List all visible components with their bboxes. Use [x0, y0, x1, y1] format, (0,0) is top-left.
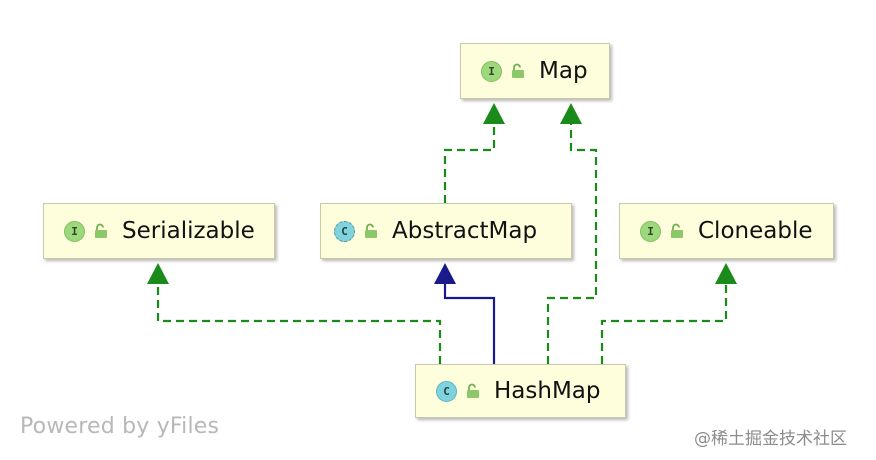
node-map[interactable]: I Map	[460, 43, 610, 99]
unlocked-icon	[671, 223, 683, 238]
edge-hashmap-implements-serializable	[156, 284, 442, 364]
arrowhead-hashmap-abstractmap	[434, 263, 456, 284]
node-serializable[interactable]: I Serializable	[43, 203, 275, 259]
node-label: AbstractMap	[392, 218, 538, 244]
node-cloneable[interactable]: I Cloneable	[619, 203, 834, 259]
interface-icon: I	[481, 60, 502, 82]
node-abstractmap[interactable]: C AbstractMap	[320, 203, 572, 259]
arrowhead-hashmap-cloneable	[715, 263, 737, 284]
class-icon: C	[436, 380, 457, 402]
node-label: Map	[539, 58, 588, 84]
powered-by-text: Powered by yFiles	[20, 414, 220, 439]
arrowhead-hashmap-serializable	[147, 263, 169, 284]
node-label: Cloneable	[698, 218, 813, 244]
edge-hashmap-implements-map	[546, 124, 598, 364]
unlocked-icon	[467, 383, 479, 398]
abstract-class-icon: C	[334, 220, 355, 242]
arrowhead-abstractmap-map	[483, 103, 505, 124]
interface-icon: I	[64, 220, 85, 242]
node-label: HashMap	[494, 378, 601, 404]
edge-abstractmap-implements-map	[443, 124, 496, 203]
unlocked-icon	[95, 223, 107, 238]
node-label: Serializable	[122, 218, 255, 244]
watermark-text: @稀土掘金技术社区	[694, 429, 847, 449]
interface-icon: I	[640, 220, 661, 242]
edge-hashmap-implements-cloneable	[600, 284, 728, 364]
unlocked-icon	[512, 63, 524, 78]
arrowhead-hashmap-map	[560, 103, 582, 124]
edge-hashmap-extends-abstractmap	[443, 284, 496, 364]
unlocked-icon	[365, 223, 377, 238]
node-hashmap[interactable]: C HashMap	[415, 364, 626, 418]
